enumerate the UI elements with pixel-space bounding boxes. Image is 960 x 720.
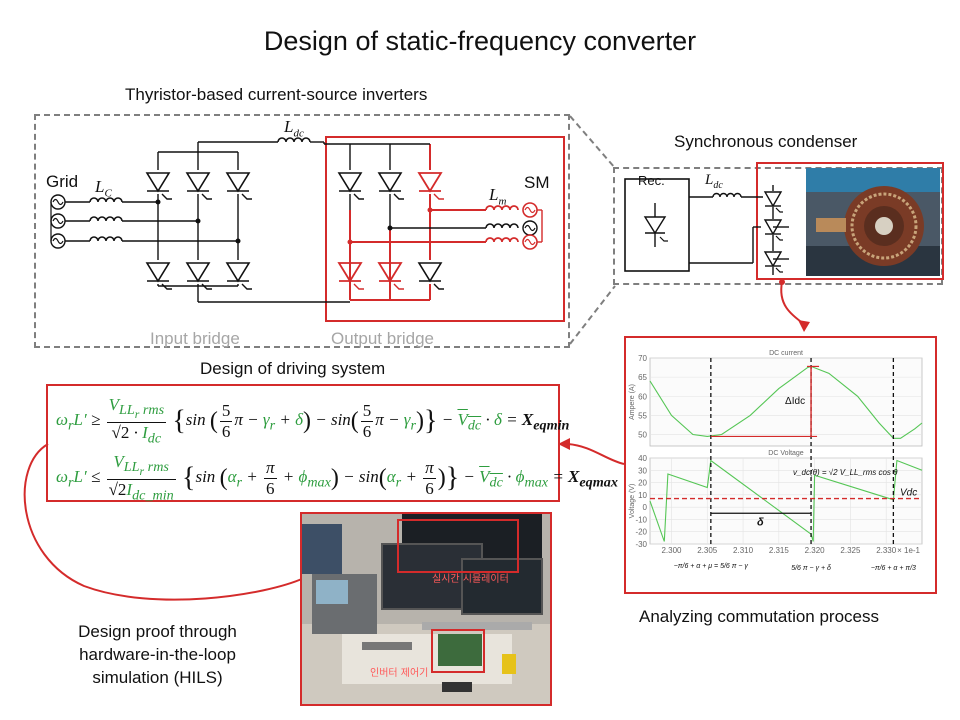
delta-label: δ — [757, 516, 764, 528]
inverter-heading: Thyristor-based current-source inverters — [125, 85, 428, 104]
x-tick-label: 2.320 — [805, 546, 826, 555]
y-tick-label: 40 — [638, 454, 647, 463]
angle-label-2: −π/6 + α + π/3 — [871, 565, 916, 572]
driving-heading: Design of driving system — [200, 359, 386, 378]
simulator-label: 실시간 시뮬레이터 — [432, 574, 509, 585]
condenser-circuit — [624, 178, 789, 275]
plot-ylabel-voltage: Voltage (V) — [629, 484, 636, 519]
plot-title-voltage: DC Voltage — [768, 450, 804, 457]
rectifier-block — [624, 178, 690, 272]
angle-label-1: 5/6 π − γ + δ — [791, 565, 831, 572]
output-bridge-highlight — [325, 136, 565, 322]
x-tick-label: 2.330 — [876, 546, 897, 555]
lm-label: Lm — [489, 185, 507, 208]
x-multiplier: × 1e-1 — [897, 546, 920, 555]
synchronous-machine-icon — [522, 202, 543, 250]
zoom-connector — [569, 115, 616, 345]
x-tick-label: 2.300 — [661, 546, 682, 555]
output-bridge-label: Output bridge — [331, 329, 435, 348]
inverter-circuit — [50, 137, 543, 303]
condenser-heading: Synchronous condenser — [674, 132, 858, 151]
y-tick-label: 65 — [638, 373, 647, 382]
vdc-formula: v_dc(θ) = √2 V_LL_rms cos θ — [793, 468, 898, 477]
y-tick-label: 50 — [638, 431, 647, 440]
commutation-panel — [624, 336, 937, 594]
hils-photo: 실시간 시뮬레이터 인버터 제어기 — [300, 512, 552, 706]
y-tick-label: -20 — [635, 528, 647, 537]
lc-label: LC — [95, 177, 112, 200]
equations-box — [46, 384, 560, 502]
plot-ylabel-current: Ampere (A) — [629, 384, 636, 420]
plot-title-current: DC current — [769, 350, 803, 357]
input-bridge-label: Input bridge — [150, 329, 240, 348]
x-tick-label: 2.305 — [697, 546, 718, 555]
plot-frame-voltage — [649, 457, 923, 545]
rec-label: Rec. — [638, 173, 665, 188]
page-title: Design of static-frequency converter — [263, 26, 697, 56]
condenser-ldc-label: Ldc — [705, 172, 723, 191]
condenser-highlight — [756, 162, 944, 280]
x-tick-label: 2.325 — [840, 546, 861, 555]
plot-frame-current — [649, 357, 923, 447]
y-tick-label: -30 — [635, 540, 647, 549]
arrow-to-commutation — [779, 279, 810, 332]
x-tick-label: 2.310 — [733, 546, 754, 555]
inverter-dashed-box — [34, 114, 570, 348]
arrow-to-equations — [558, 438, 625, 465]
synchronous-condenser-photo — [806, 168, 940, 276]
y-tick-label: -10 — [635, 515, 647, 524]
y-tick-label: 0 — [643, 503, 648, 512]
x-tick-label: 2.315 — [769, 546, 790, 555]
y-tick-label: 20 — [638, 479, 647, 488]
angle-label-0: −π/6 + α + μ = 5/6 π − γ — [674, 563, 749, 570]
commutation-caption: Analyzing commutation process — [639, 607, 880, 626]
arrow-to-hils — [23, 443, 314, 601]
y-tick-label: 30 — [638, 466, 647, 475]
grid-label: Grid — [46, 172, 79, 191]
y-tick-label: 10 — [638, 491, 647, 500]
y-tick-label: 55 — [638, 411, 647, 420]
y-tick-label: 60 — [638, 392, 647, 401]
controller-label: 인버터 제어기 — [370, 668, 429, 679]
delta-i-label: ΔIdc — [785, 396, 805, 407]
sm-label: SM — [524, 173, 550, 192]
y-tick-label: 70 — [638, 354, 647, 363]
vdc-label: Vdc — [900, 488, 917, 499]
hils-caption: Design proof through hardware-in-the-loo… — [78, 622, 237, 687]
ldc-label: Ldc — [284, 117, 304, 140]
hils-lab-illustration — [302, 514, 550, 704]
grid-source-icon — [50, 194, 66, 249]
